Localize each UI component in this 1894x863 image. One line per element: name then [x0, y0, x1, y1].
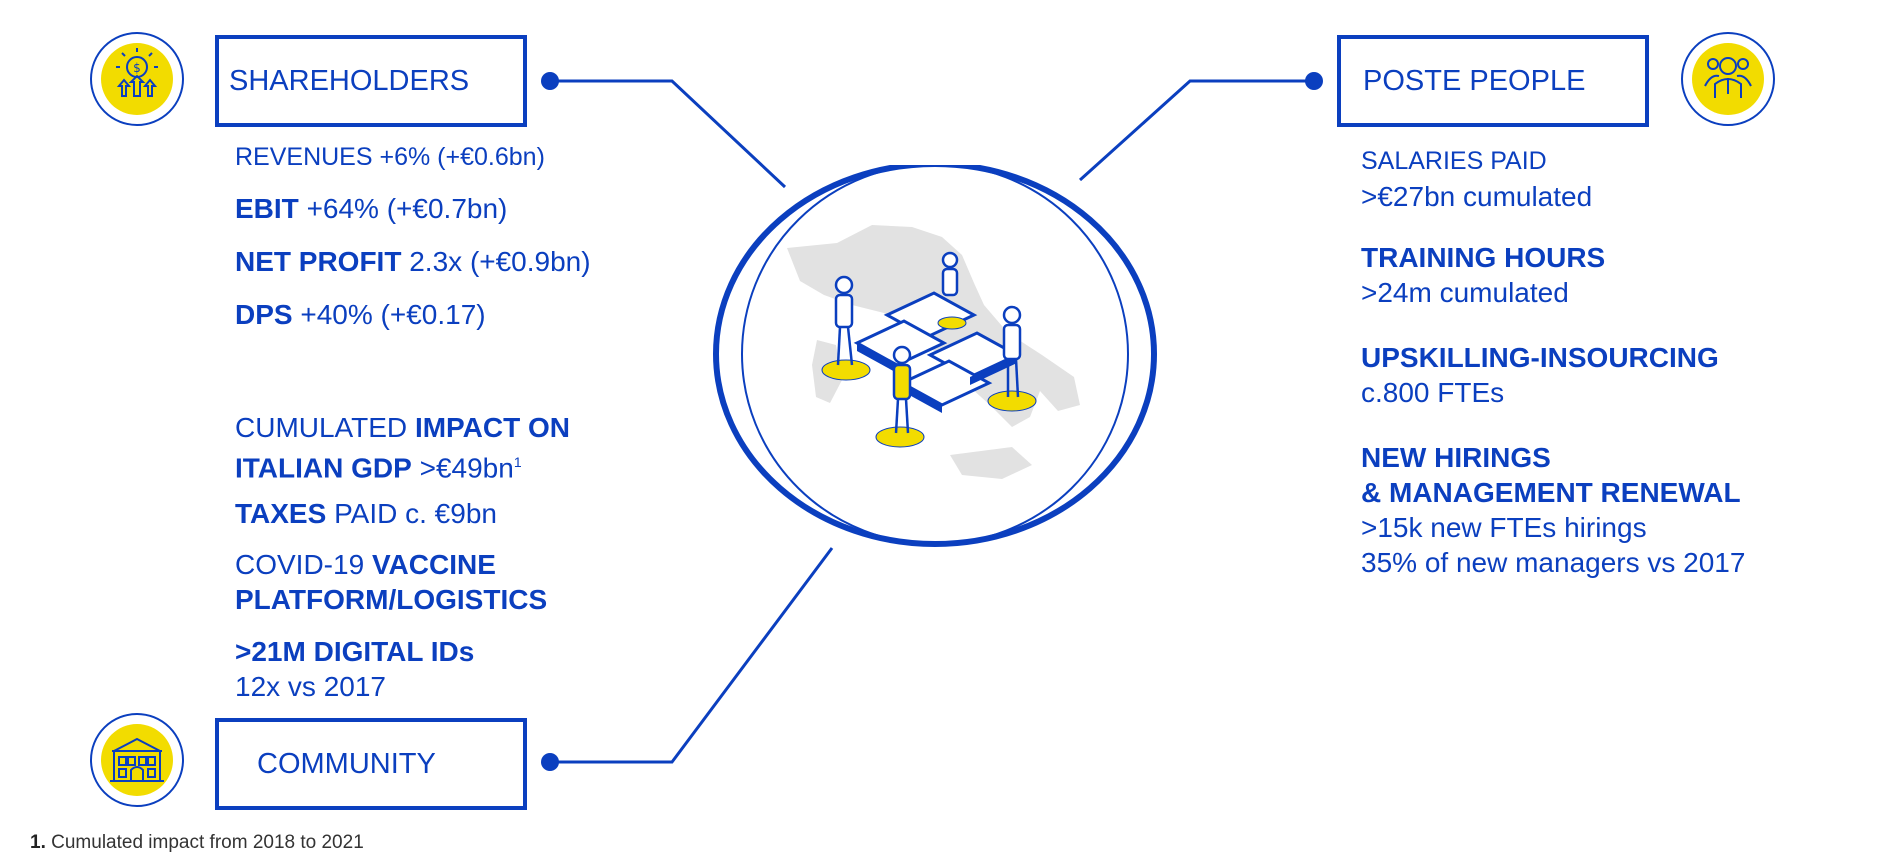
net-profit-label: NET PROFIT: [235, 246, 402, 277]
gdp-stat: CUMULATED IMPACT ON ITALIAN GDP >€49bn1: [235, 410, 570, 485]
poste-people-label-box: POSTE PEOPLE: [1337, 35, 1649, 127]
footnote: 1. Cumulated impact from 2018 to 2021: [30, 832, 364, 854]
hirings-label2: & MANAGEMENT RENEWAL: [1361, 477, 1741, 508]
poste-people-label: POSTE PEOPLE: [1363, 64, 1586, 97]
building-icon: [110, 737, 164, 782]
people-icon: [1704, 57, 1752, 98]
hirings-value2: 35% of new managers vs 2017: [1361, 547, 1746, 578]
community-icon-circle: [90, 713, 184, 807]
salaries-stat: SALARIES PAID >€27bn cumulated: [1361, 142, 1592, 214]
ebit-value: +64% (+€0.7bn): [306, 193, 508, 224]
gdp-value: >€49bn: [419, 452, 514, 484]
digital-ids-stat: >21M DIGITAL IDs 12x vs 2017: [235, 634, 474, 704]
shareholders-label-box: SHAREHOLDERS: [215, 35, 527, 127]
training-label: TRAINING HOURS: [1361, 242, 1606, 273]
training-value: >24m cumulated: [1361, 277, 1569, 308]
community-label: COMMUNITY: [257, 747, 436, 780]
footnote-number: 1.: [30, 832, 46, 853]
dps-stat: DPS +40% (+€0.17): [235, 297, 486, 332]
vaccine-prefix: COVID-19: [235, 549, 365, 580]
revenues-stat: REVENUES +6% (+€0.6bn): [235, 140, 545, 175]
upskilling-label: UPSKILLING-INSOURCING: [1361, 342, 1719, 373]
ebit-stat: EBIT +64% (+€0.7bn): [235, 191, 507, 226]
taxes-bold: TAXES: [235, 498, 327, 529]
gdp-footnote-ref: 1: [513, 454, 522, 470]
digital-ids-bold: >21M DIGITAL IDs: [235, 636, 475, 667]
taxes-stat: TAXES PAID c. €9bn: [235, 496, 497, 531]
vaccine-bold1: VACCINE: [371, 549, 496, 580]
net-profit-stat: NET PROFIT 2.3x (+€0.9bn): [235, 244, 591, 279]
training-stat: TRAINING HOURS >24m cumulated: [1361, 240, 1605, 310]
dps-label: DPS: [235, 299, 293, 330]
taxes-value: PAID c. €9bn: [334, 498, 497, 529]
shareholders-label: SHAREHOLDERS: [229, 64, 470, 97]
money-growth-icon: $: [116, 48, 158, 97]
poste-people-icon-circle: [1681, 32, 1775, 126]
ebit-label: EBIT: [235, 193, 299, 224]
net-profit-value: 2.3x (+€0.9bn): [409, 246, 591, 277]
dps-value: +40% (+€0.17): [300, 299, 486, 330]
community-label-box: COMMUNITY: [215, 718, 527, 810]
shareholders-icon-circle: $: [90, 32, 184, 126]
hirings-stat: NEW HIRINGS & MANAGEMENT RENEWAL >15k ne…: [1361, 440, 1745, 580]
gdp-bold1: IMPACT ON: [414, 412, 570, 443]
footnote-text: Cumulated impact from 2018 to 2021: [51, 832, 364, 853]
vaccine-stat: COVID-19 VACCINE PLATFORM/LOGISTICS: [235, 547, 547, 617]
gdp-prefix: CUMULATED: [235, 412, 408, 443]
svg-text:$: $: [133, 61, 141, 75]
revenues-label: REVENUES: [235, 143, 373, 171]
vaccine-bold2: PLATFORM/LOGISTICS: [235, 584, 548, 615]
upskilling-stat: UPSKILLING-INSOURCING c.800 FTEs: [1361, 340, 1719, 410]
center-circle: [712, 161, 1158, 575]
salaries-label: SALARIES PAID: [1361, 147, 1547, 175]
digital-ids-value: 12x vs 2017: [235, 671, 386, 702]
hirings-label1: NEW HIRINGS: [1361, 442, 1551, 473]
hirings-value1: >15k new FTEs hirings: [1361, 512, 1647, 543]
italy-map-puzzle-people-illustration: [713, 161, 1157, 547]
salaries-value: >€27bn cumulated: [1361, 181, 1593, 212]
gdp-bold2: ITALIAN GDP: [235, 452, 412, 484]
revenues-value: +6% (+€0.6bn): [379, 143, 545, 171]
upskilling-value: c.800 FTEs: [1361, 377, 1505, 408]
